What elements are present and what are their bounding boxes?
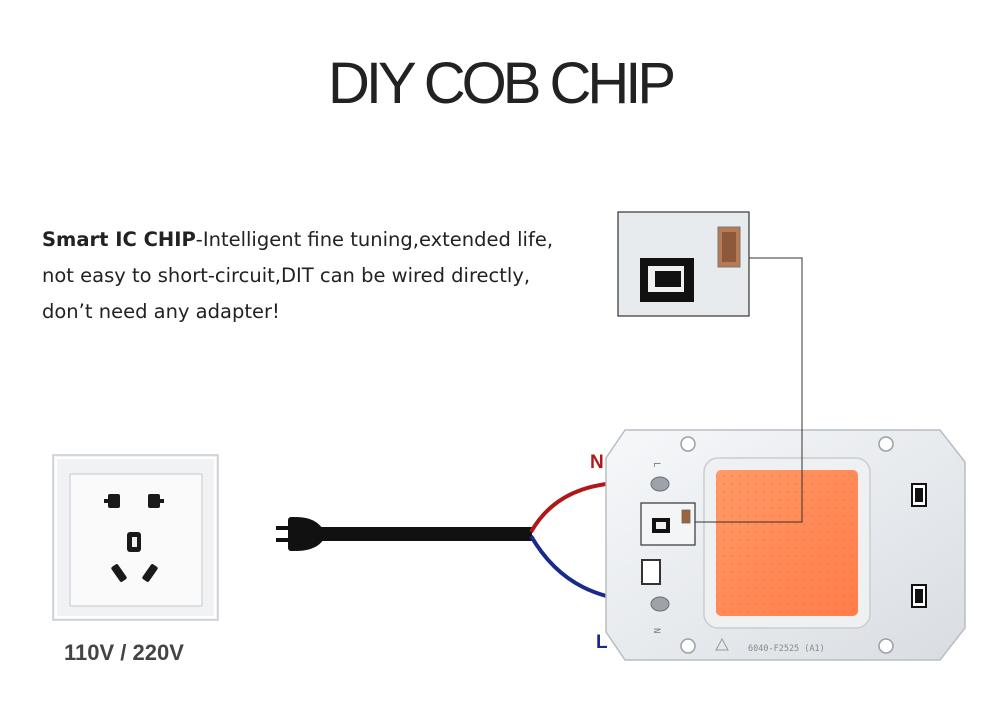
neutral-label: N — [590, 452, 604, 473]
plug-face — [288, 517, 298, 551]
right-component-bottom-inner — [915, 589, 923, 603]
solder-pad-bottom — [650, 596, 670, 612]
plug-pin-top — [276, 526, 290, 530]
right-component-top-inner — [915, 488, 923, 502]
callout-leader-line — [695, 257, 803, 523]
mount-hole-1 — [680, 436, 696, 452]
description-lead: Smart IC CHIP — [42, 228, 196, 251]
mount-hole-2 — [878, 436, 894, 452]
pad-label-bottom: N — [651, 628, 661, 633]
ic-chip-callout — [617, 211, 803, 523]
cob-chip: L N 6040-F2525 (A1) — [605, 429, 966, 661]
socket-hole-left — [108, 494, 120, 508]
ic-resistor — [681, 509, 691, 524]
callout-ic-core — [655, 271, 681, 287]
mount-hole-3 — [680, 638, 696, 654]
chip-description: Smart IC CHIP-Intelligent fine tuning,ex… — [42, 222, 642, 330]
socket-ground-slot-inner — [132, 537, 137, 547]
socket-slot-left — [111, 564, 127, 582]
description-line-1: Smart IC CHIP-Intelligent fine tuning,ex… — [42, 222, 642, 258]
plug-and-cable — [276, 517, 532, 551]
socket-frame-highlight — [55, 457, 216, 618]
wall-socket — [52, 454, 219, 621]
plug-body — [296, 517, 325, 551]
socket-hole-left-tab — [104, 499, 109, 503]
description-line-2: not easy to short-circuit,DIT can be wir… — [42, 264, 531, 287]
callout-resistor-body — [722, 232, 736, 262]
power-cable — [320, 527, 532, 541]
socket-hole-right — [148, 494, 160, 508]
socket-slot-right — [142, 564, 158, 582]
voltage-label: 110V / 220V — [64, 640, 184, 665]
pad-label-top: L — [651, 462, 661, 467]
description-line-1-rest: -Intelligent fine tuning,extended life, — [195, 228, 554, 251]
led-array-dots — [716, 470, 858, 616]
page-title: DIY COB CHIP — [327, 51, 676, 116]
solder-pad-top — [650, 476, 670, 492]
ic-chip-component-inner — [656, 522, 666, 529]
live-label: L — [596, 632, 608, 653]
plug-pin-bottom — [276, 538, 290, 542]
mount-hole-4 — [878, 638, 894, 654]
diode-component — [641, 559, 661, 585]
chip-marking: 6040-F2525 (A1) — [748, 644, 825, 654]
socket-hole-right-tab — [159, 499, 164, 503]
description-line-3: don’t need any adapter! — [42, 300, 280, 323]
warning-icon — [715, 637, 729, 651]
